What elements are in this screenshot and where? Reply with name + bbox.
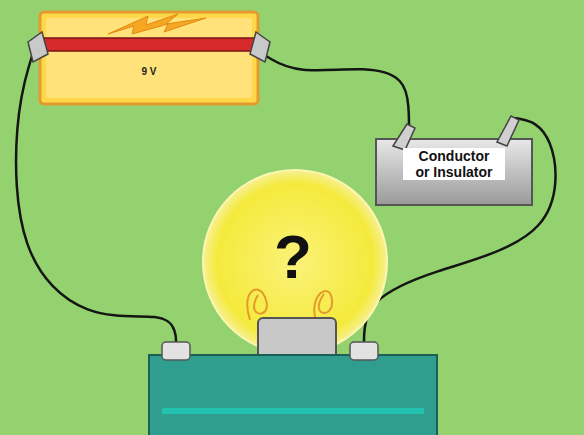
battery-highlight — [46, 18, 252, 98]
light-bulb-shape — [148, 170, 438, 435]
bulb-base — [149, 355, 437, 435]
light-bulb: ? — [148, 170, 438, 435]
clip — [28, 32, 48, 62]
clip — [250, 32, 270, 62]
filament — [247, 290, 267, 320]
lightning-bolt — [108, 14, 206, 34]
battery-band — [40, 38, 258, 51]
wire — [266, 56, 409, 128]
battery-shape — [28, 8, 270, 108]
bulb-socket — [258, 318, 336, 360]
clip — [497, 116, 519, 146]
test-material-box: Conductor or Insulator — [375, 138, 533, 206]
filament — [314, 291, 332, 320]
battery: 9 V — [28, 8, 270, 108]
base-stripe — [162, 408, 424, 414]
voltage-label: 9 V — [28, 66, 270, 77]
wire — [364, 118, 556, 342]
terminal — [162, 342, 190, 360]
clip — [393, 124, 415, 150]
question-mark: ? — [148, 222, 438, 292]
battery-body — [40, 12, 258, 104]
terminal — [350, 342, 378, 360]
material-label: Conductor or Insulator — [403, 148, 505, 180]
